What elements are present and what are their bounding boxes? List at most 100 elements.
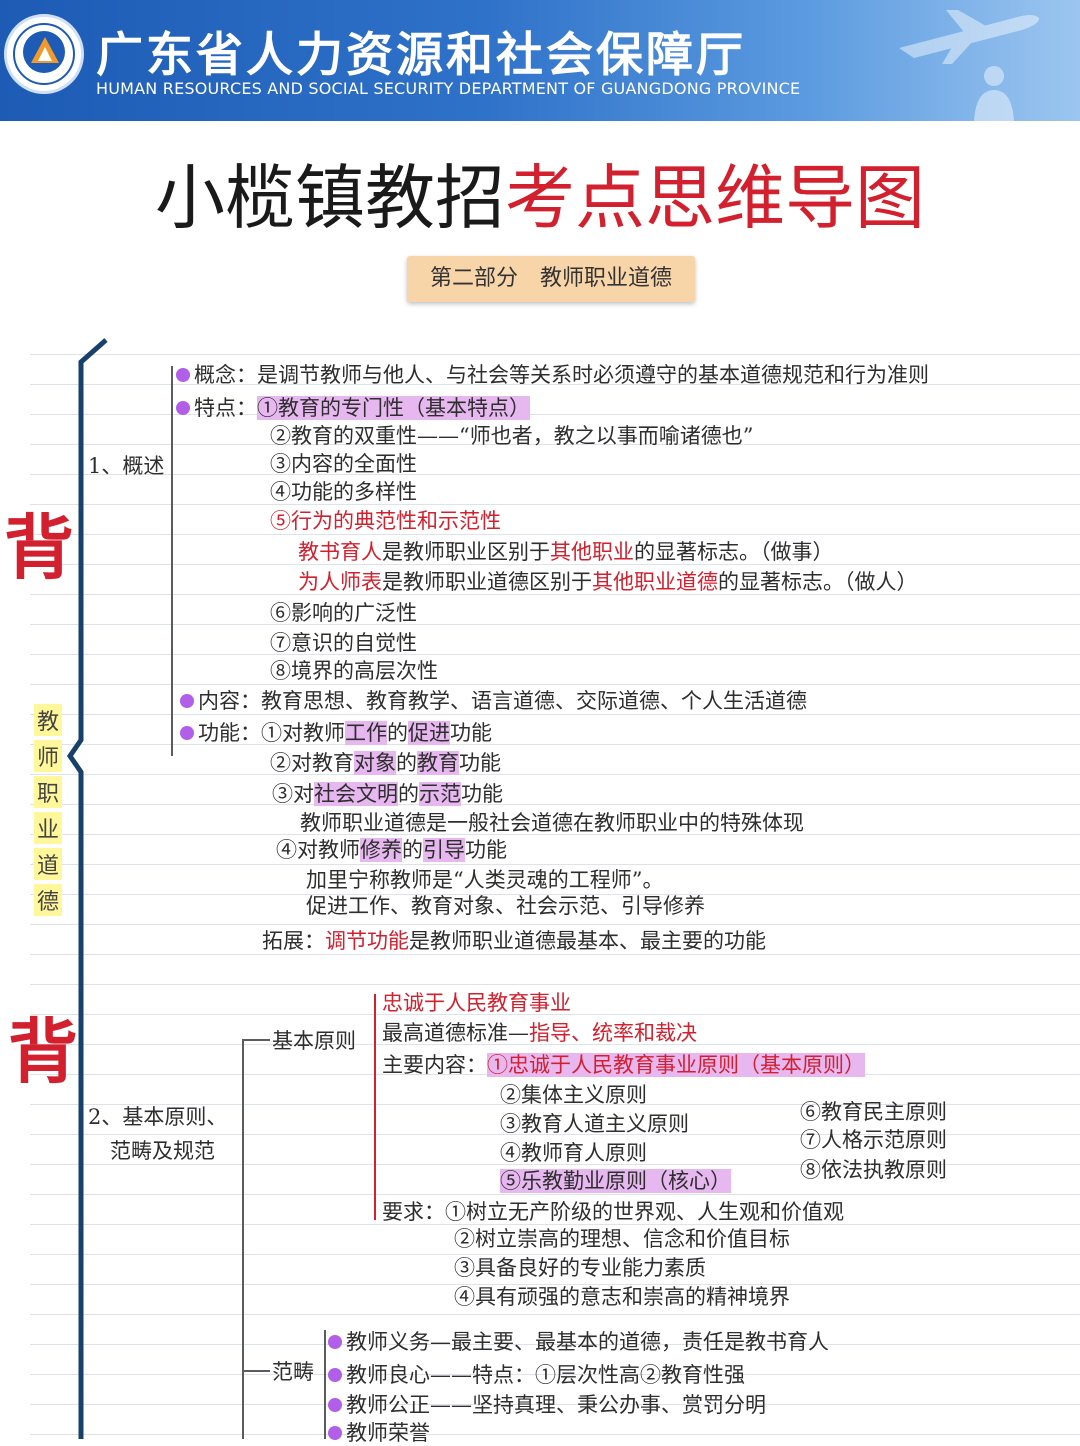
notebook-lines [30, 340, 1080, 1439]
fn-text: ④对教师 [276, 838, 360, 862]
bullet-dot-icon [328, 1367, 342, 1382]
main-content-2: ②集体主义原则 [500, 1083, 647, 1107]
concept-text: 是调节教师与他人、与社会等关系时必须遵守的基本道德规范和行为准则 [257, 363, 929, 387]
category-1: 教师义务—最主要、最基本的道德，责任是教书育人 [328, 1329, 829, 1355]
fn-highlight: 引导 [423, 838, 465, 862]
department-subtitle: HUMAN RESOURCES AND SOCIAL SECURITY DEPA… [96, 79, 801, 98]
extension-row: 拓展：调节功能是教师职业道德最基本、最主要的功能 [262, 928, 766, 954]
requirement-label: 要求： [382, 1200, 445, 1224]
department-title: 广东省人力资源和社会保障厅 [96, 28, 746, 83]
basic-principle-bracket [374, 994, 376, 1220]
fn-text: ③对 [272, 782, 314, 806]
fn-highlight: 社会文明 [314, 782, 398, 806]
header-banner: 广东省人力资源和社会保障厅 HUMAN RESOURCES AND SOCIAL… [0, 0, 1080, 121]
category-branch-line [242, 1370, 270, 1372]
category-bracket [324, 1330, 326, 1439]
fn-highlight: 工作 [345, 721, 387, 745]
extension-red-term: 调节功能 [325, 929, 409, 953]
feature-6: ⑥影响的广泛性 [270, 601, 417, 625]
main-bracket [66, 338, 108, 1439]
fn-text: ①对教师 [261, 721, 345, 745]
requirement-row: 要求：①树立无产阶级的世界观、人生观和价值观 [382, 1199, 844, 1225]
feature-3: ③内容的全面性 [270, 452, 417, 476]
section-1-label: 1、概述 [88, 454, 165, 478]
note-text: 是教师职业道德区别于 [382, 570, 592, 594]
part-label: 第二部分 教师职业道德 [407, 256, 695, 302]
fn-highlight: 对象 [354, 751, 396, 775]
vertical-title-char: 德 [34, 884, 62, 916]
main-content-label: 主要内容： [382, 1053, 487, 1077]
fn-text: 的 [402, 838, 423, 862]
bullet-dot-icon [176, 400, 190, 415]
function-4-note-2: 促进工作、教育对象、社会示范、引导修养 [306, 894, 705, 918]
content-label: 内容： [198, 689, 261, 713]
fn-text: 功能 [450, 721, 492, 745]
features-row: 特点：①教育的专门性（基本特点） [176, 395, 530, 421]
feature-8: ⑧境界的高层次性 [270, 659, 438, 683]
function-4-note-1: 加里宁称教师是“人类灵魂的工程师”。 [306, 868, 664, 892]
bp-red-text: 指导、统率和裁决 [529, 1021, 697, 1045]
category-2-text: 教师良心——特点：①层次性高②教育性强 [346, 1363, 745, 1387]
feature-5-note-2: 为人师表是教师职业道德区别于其他职业道德的显著标志。（做人） [298, 569, 918, 595]
person-silhouette-icon [974, 66, 1014, 121]
section-2-label-2: 范畴及规范 [110, 1139, 215, 1163]
main-content-3: ③教育人道主义原则 [500, 1112, 689, 1136]
concept-row: 概念：是调节教师与他人、与社会等关系时必须遵守的基本道德规范和行为准则 [176, 362, 929, 388]
page-title: 小榄镇教招考点思维导图 [0, 142, 1080, 243]
fn-highlight: 教育 [417, 751, 459, 775]
basic-principle-1: 忠诚于人民教育事业 [382, 991, 571, 1015]
vertical-title-char: 职 [34, 776, 62, 808]
page-title-black: 小榄镇教招 [155, 157, 505, 239]
basic-branch-line [242, 1039, 270, 1041]
bullet-dot-icon [328, 1397, 342, 1412]
function-4: ④对教师修养的引导功能 [276, 837, 507, 863]
note-red-term: 其他职业 [550, 540, 634, 564]
function-label: 功能： [198, 721, 261, 745]
function-row: 功能：①对教师工作的促进功能 [180, 720, 492, 746]
extension-text: 是教师职业道德最基本、最主要的功能 [409, 929, 766, 953]
recite-mark-1: 背 [4, 506, 74, 589]
category-1-text: 教师义务—最主要、最基本的道德，责任是教书育人 [346, 1330, 829, 1354]
feature-1: ①教育的专门性（基本特点） [257, 396, 530, 420]
content-text: 教育思想、教育教学、语言道德、交际道德、个人生活道德 [261, 689, 807, 713]
page-title-red: 考点思维导图 [505, 157, 925, 239]
extension-label: 拓展： [262, 929, 325, 953]
bullet-dot-icon [176, 367, 190, 382]
bullet-dot-icon [180, 725, 194, 740]
section-1-bracket [171, 366, 173, 756]
feature-5-note-1: 教书育人是教师职业区别于其他职业的显著标志。（做事） [298, 539, 834, 565]
fn-highlight: 示范 [419, 782, 461, 806]
requirement-2: ②树立崇高的理想、信念和价值目标 [454, 1227, 790, 1251]
feature-7: ⑦意识的自觉性 [270, 631, 417, 655]
fn-text: ②对教育 [270, 751, 354, 775]
bullet-dot-icon [180, 693, 194, 708]
vertical-title-char: 业 [34, 812, 62, 844]
feature-4: ④功能的多样性 [270, 480, 417, 504]
bp-text: 最高道德标准— [382, 1021, 529, 1045]
note-text: 是教师职业区别于 [382, 540, 550, 564]
bullet-dot-icon [328, 1425, 342, 1440]
vertical-title-char: 道 [34, 848, 62, 880]
section-2-label-1: 2、基本原则、 [88, 1105, 228, 1129]
fn-text: 的 [396, 751, 417, 775]
vertical-title-char: 教 [34, 704, 62, 736]
function-2: ②对教育对象的教育功能 [270, 750, 501, 776]
function-3-note: 教师职业道德是一般社会道德在教师职业中的特殊体现 [300, 811, 804, 835]
category-2: 教师良心——特点：①层次性高②教育性强 [328, 1362, 745, 1388]
note-text: 的显著标志。（做人） [718, 570, 918, 594]
basic-principle-2: 最高道德标准—指导、统率和裁决 [382, 1020, 697, 1046]
features-label: 特点： [194, 396, 257, 420]
fn-text: 功能 [465, 838, 507, 862]
fn-text: 的 [387, 721, 408, 745]
main-content-8: ⑧依法执教原则 [800, 1158, 947, 1182]
note-text: 的显著标志。（做事） [634, 540, 834, 564]
section-2-bracket [242, 1039, 244, 1439]
fn-text: 功能 [461, 782, 503, 806]
requirement-1: ①树立无产阶级的世界观、人生观和价值观 [445, 1200, 844, 1224]
function-3: ③对社会文明的示范功能 [272, 781, 503, 807]
requirement-4: ④具有顽强的意志和崇高的精神境界 [454, 1285, 790, 1309]
requirement-3: ③具备良好的专业能力素质 [454, 1256, 706, 1280]
main-content-5-text: ⑤乐教勤业原则（核心） [500, 1169, 731, 1193]
main-content-1: ①忠诚于人民教育事业原则（基本原则） [487, 1053, 865, 1077]
note-red-term: 其他职业道德 [592, 570, 718, 594]
